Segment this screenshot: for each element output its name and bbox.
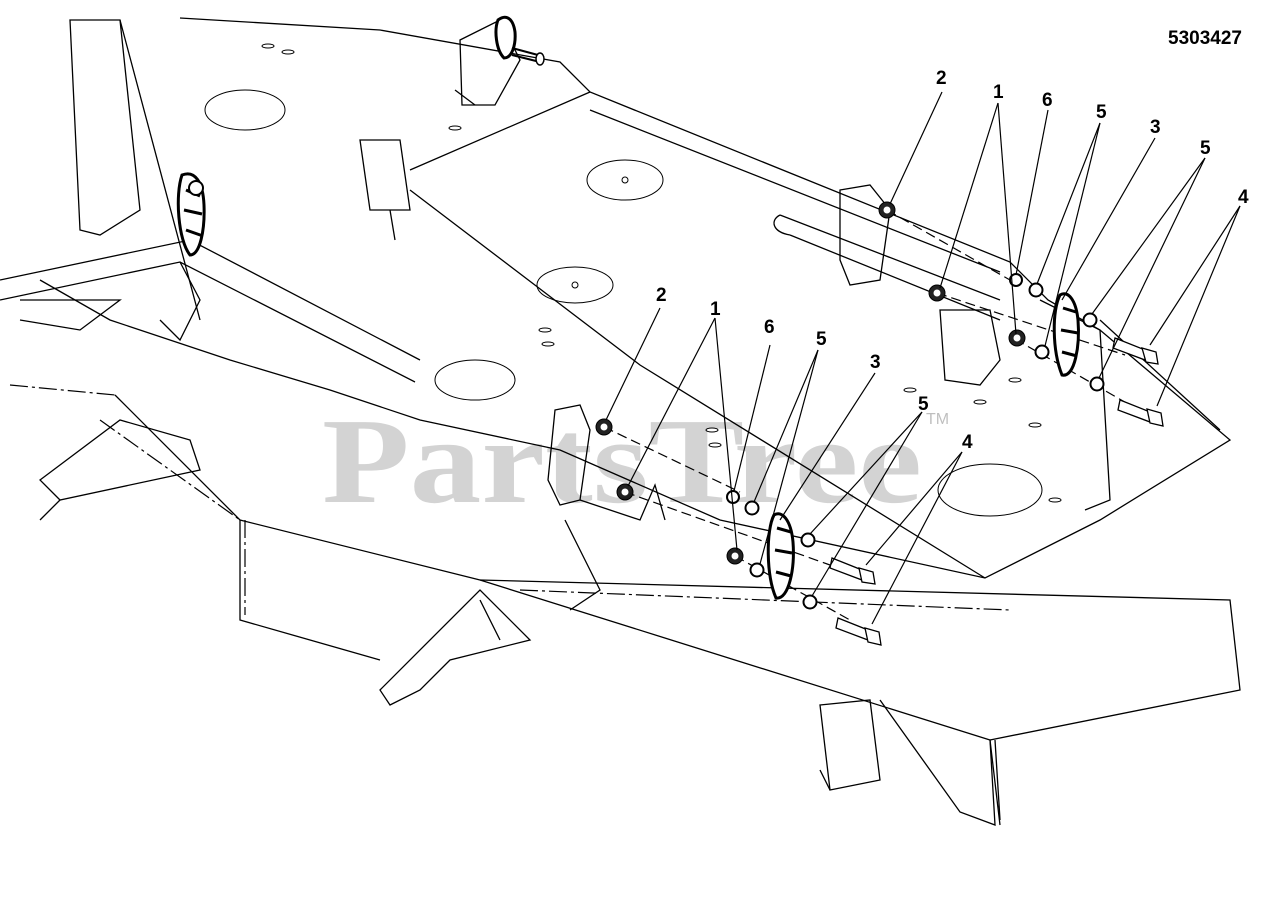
washer-icon (1028, 282, 1044, 298)
callout-3: 3 (870, 352, 881, 373)
washer-icon (1082, 312, 1098, 328)
washer-icon (1034, 344, 1050, 360)
bolt-icon (835, 617, 882, 646)
washer-icon (749, 562, 765, 578)
chain-link-left (766, 512, 795, 600)
callout-5: 5 (816, 329, 827, 350)
callout-labels: 2 1 6 5 3 5 4 2 1 6 5 3 5 4 (656, 68, 1249, 453)
callout-6: 6 (764, 317, 775, 338)
diagram-reference-number: 5303427 (1168, 28, 1242, 49)
hardware-set-left (595, 418, 882, 646)
svg-text:TM: TM (926, 411, 949, 428)
watermark: PartsTree TM (322, 394, 949, 529)
bolt-icon (1117, 399, 1164, 427)
callout-5: 5 (1096, 102, 1107, 123)
callout-2: 2 (656, 285, 667, 306)
callout-4: 4 (962, 432, 973, 453)
callout-4: 4 (1238, 187, 1249, 208)
chain-link-left-top (176, 172, 206, 257)
washer-icon (802, 594, 818, 610)
callout-2: 2 (936, 68, 947, 89)
washer-icon (1089, 376, 1105, 392)
callout-1: 1 (710, 299, 721, 320)
chain-link-center-top (494, 15, 545, 66)
chain-link-right (1052, 292, 1080, 377)
svg-text:PartsTree: PartsTree (322, 394, 922, 529)
washer-icon (744, 500, 760, 516)
mower-deck-drawing (0, 15, 1241, 826)
washer-icon (800, 532, 816, 548)
callout-5: 5 (918, 394, 929, 415)
leader-lines (605, 91, 1241, 625)
hardware-set-right (878, 201, 1164, 427)
callout-6: 6 (1042, 90, 1053, 111)
callout-3: 3 (1150, 117, 1161, 138)
callout-1: 1 (993, 82, 1004, 103)
callout-5: 5 (1200, 138, 1211, 159)
bolt-icon (1112, 337, 1159, 365)
